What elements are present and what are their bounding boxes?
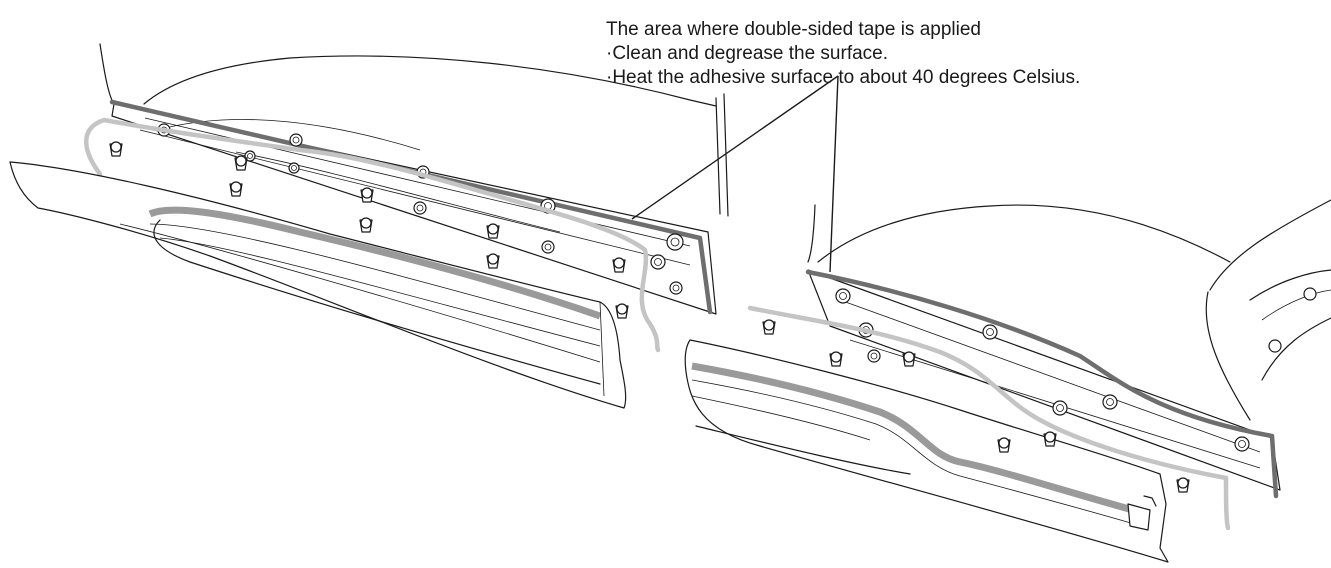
front-tape-area <box>109 99 713 315</box>
front-molding-clips <box>109 141 629 319</box>
rear-adhesive-strip <box>747 305 1231 531</box>
rear-bracket-holes <box>1268 287 1317 353</box>
rear-door-molding <box>684 339 1169 563</box>
callout-step-heat: ·Heat the adhesive surface to about 40 d… <box>606 67 1081 88</box>
callout-step-clean: ·Clean and degrease the surface. <box>606 43 889 64</box>
rear-door-panel <box>805 199 1331 499</box>
front-door-molding <box>9 161 627 409</box>
callout-leader-lines <box>631 75 839 273</box>
rear-molding-clips <box>762 319 1190 493</box>
tape-area-callout: The area where double-sided tape is appl… <box>606 18 1080 90</box>
rear-tape-area <box>805 269 1279 499</box>
front-adhesive-strip <box>84 117 661 353</box>
callout-title: The area where double-sided tape is appl… <box>606 19 981 40</box>
